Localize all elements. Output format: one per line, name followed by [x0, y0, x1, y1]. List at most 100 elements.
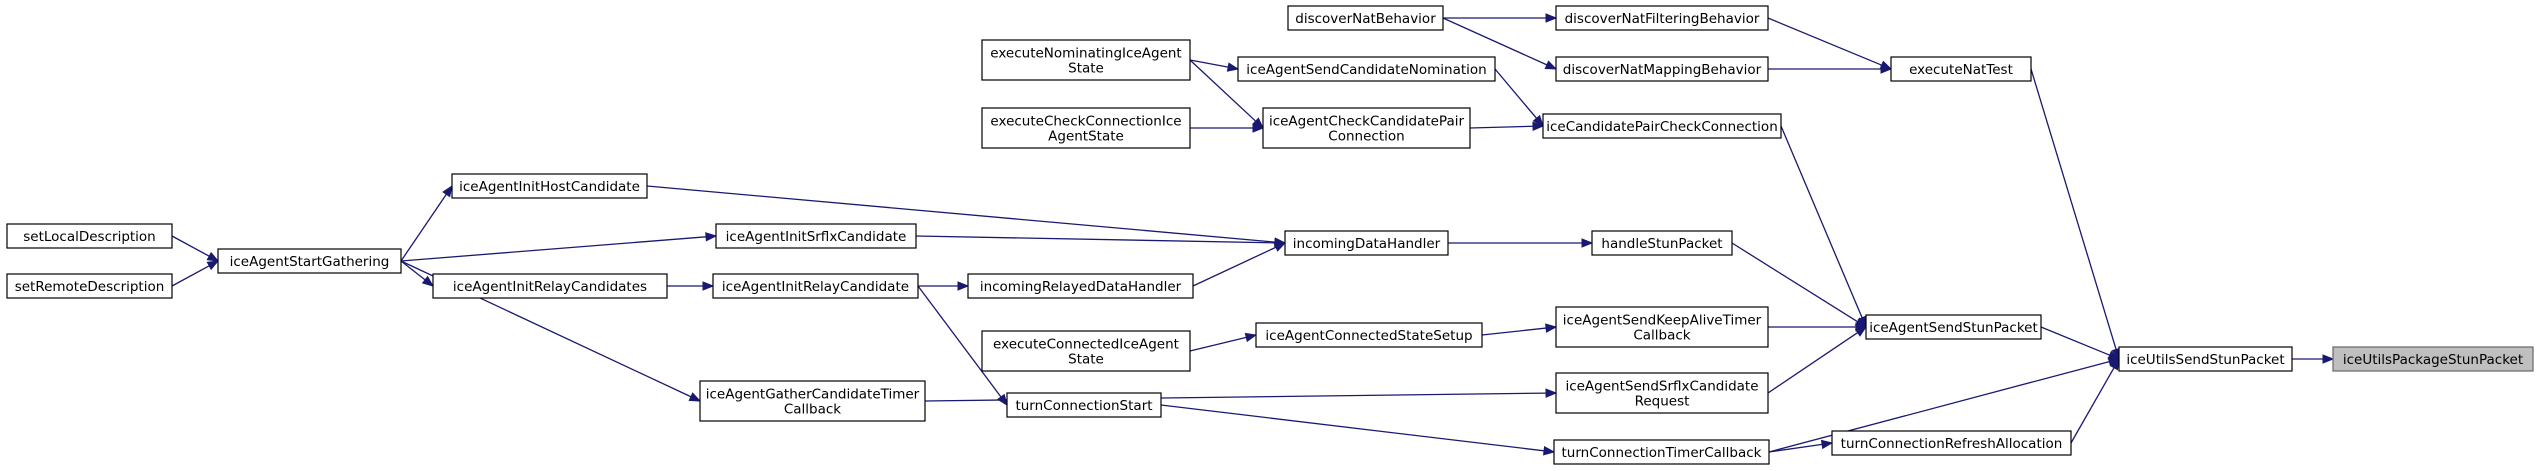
node-box	[981, 330, 1191, 372]
arrowhead-icon	[1252, 123, 1265, 133]
node-box	[715, 223, 917, 249]
node-incoming-relayed-data-handler[interactable]: incomingRelayedDataHandler	[967, 273, 1194, 299]
node-label: AgentState	[1048, 129, 1124, 145]
node-ice-agent-init-relay-candidates[interactable]: iceAgentInitRelayCandidates	[432, 273, 668, 299]
node-ice-agent-send-stun-packet[interactable]: iceAgentSendStunPacket	[1865, 314, 2042, 340]
node-turn-connection-timer-callback[interactable]: turnConnectionTimerCallback	[1553, 439, 1770, 465]
arrowhead-icon	[957, 281, 970, 291]
node-box	[6, 273, 173, 299]
node-ice-agent-init-host-candidate[interactable]: iceAgentInitHostCandidate	[451, 173, 648, 199]
node-label: setLocalDescription	[23, 229, 156, 245]
edge-turn-connection-refresh-allocation-to-ice-utils-send-stun-packet	[2070, 367, 2115, 444]
nodes-layer: iceUtilsPackageStunPacket iceUtilsSendStu…	[6, 5, 2534, 465]
node-box	[1553, 439, 1770, 465]
node-handle-stun-packet[interactable]: handleStunPacket	[1591, 230, 1733, 256]
arrowhead-icon	[1532, 114, 1544, 128]
node-ice-agent-start-gathering[interactable]: iceAgentStartGathering	[217, 248, 402, 274]
node-label: iceAgentInitRelayCandidate	[722, 279, 909, 295]
node-turn-connection-start[interactable]: turnConnectionStart	[1006, 392, 1162, 418]
node-box	[217, 248, 402, 274]
edge-discover-nat-filtering-behavior-to-execute-nat-test	[1767, 17, 1883, 66]
node-box	[1890, 56, 2032, 82]
node-label: turnConnectionTimerCallback	[1562, 445, 1762, 461]
arrowhead-icon	[1543, 446, 1556, 456]
edge-ice-agent-start-gathering-to-ice-agent-init-srflx-candidate	[400, 236, 707, 262]
node-box	[6, 223, 173, 249]
node-label: turnConnectionRefreshAllocation	[1841, 436, 2063, 452]
node-discover-nat-filtering-behavior[interactable]: discoverNatFilteringBehavior	[1555, 5, 1769, 31]
edge-ice-agent-check-candidate-pair-connection-to-ice-candidate-pair-check-connection	[1469, 125, 1534, 129]
node-ice-candidate-pair-check-connection[interactable]: iceCandidatePairCheckConnection	[1542, 113, 1782, 139]
node-label: iceAgentConnectedStateSetup	[1265, 328, 1472, 344]
node-box	[1006, 392, 1162, 418]
node-box	[1284, 230, 1449, 256]
arrowhead-icon	[1532, 121, 1545, 132]
node-ice-utils-send-stun-packet[interactable]: iceUtilsSendStunPacket	[2118, 346, 2293, 372]
node-ice-agent-send-candidate-nomination[interactable]: iceAgentSendCandidateNomination	[1237, 56, 1496, 82]
edge-turn-connection-timer-callback-to-ice-utils-send-stun-packet	[1768, 360, 2110, 453]
node-box	[1831, 430, 2072, 456]
node-ice-agent-init-relay-candidate[interactable]: iceAgentInitRelayCandidate	[712, 273, 919, 299]
node-box	[1287, 5, 1444, 31]
edge-ice-agent-start-gathering-to-ice-agent-init-relay-candidates	[400, 260, 426, 281]
node-turn-connection-refresh-allocation[interactable]: turnConnectionRefreshAllocation	[1831, 430, 2072, 456]
node-label: iceAgentGatherCandidateTimer	[706, 387, 920, 403]
node-label: iceAgentInitHostCandidate	[459, 179, 640, 195]
edge-ice-agent-send-srflx-candidate-request-to-ice-agent-send-stun-packet	[1767, 332, 1859, 394]
node-discover-nat-behavior[interactable]: discoverNatBehavior	[1287, 5, 1444, 31]
node-label: discoverNatMappingBehavior	[1563, 62, 1762, 78]
arrowhead-icon	[2107, 357, 2121, 367]
node-label: iceAgentStartGathering	[230, 254, 390, 270]
arrowhead-icon	[705, 232, 718, 242]
node-label: iceUtilsSendStunPacket	[2126, 352, 2284, 368]
arrowhead-icon	[1545, 13, 1558, 23]
node-ice-utils-package-stun-packet[interactable]: iceUtilsPackageStunPacket	[2332, 346, 2534, 372]
node-label: executeConnectedIceAgent	[993, 337, 1179, 353]
edge-set-remote-description-to-ice-agent-start-gathering	[171, 265, 210, 287]
node-box	[2118, 346, 2293, 372]
node-execute-nat-test[interactable]: executeNatTest	[1890, 56, 2032, 82]
edge-execute-nat-test-to-ice-utils-send-stun-packet	[2030, 68, 2117, 350]
arrowhead-icon	[1820, 439, 1834, 450]
node-label: State	[1068, 61, 1104, 77]
node-label: iceAgentCheckCandidatePair	[1269, 114, 1465, 130]
edge-ice-agent-send-stun-packet-to-ice-utils-send-stun-packet	[2040, 326, 2110, 356]
edge-discover-nat-behavior-to-discover-nat-mapping-behavior	[1442, 17, 1548, 66]
edges-layer	[171, 13, 2335, 456]
node-discover-nat-mapping-behavior[interactable]: discoverNatMappingBehavior	[1555, 56, 1769, 82]
node-box	[1865, 314, 2042, 340]
edge-execute-nominating-ice-agent-state-to-ice-agent-check-candidate-pair-connection	[1189, 59, 1257, 122]
edge-ice-agent-init-relay-candidate-to-turn-connection-start	[917, 285, 1002, 398]
node-label: iceAgentSendStunPacket	[1869, 320, 2038, 336]
node-incoming-data-handler[interactable]: incomingDataHandler	[1284, 230, 1449, 256]
node-set-remote-description[interactable]: setRemoteDescription	[6, 273, 173, 299]
node-label: turnConnectionStart	[1015, 398, 1152, 414]
edge-handle-stun-packet-to-ice-agent-send-stun-packet	[1731, 242, 1858, 323]
node-label: iceAgentSendKeepAliveTimer	[1563, 313, 1762, 329]
node-box	[712, 273, 919, 299]
node-label: iceAgentInitRelayCandidates	[453, 279, 647, 295]
edge-set-local-description-to-ice-agent-start-gathering	[171, 235, 210, 257]
node-label: handleStunPacket	[1601, 236, 1722, 252]
node-set-local-description[interactable]: setLocalDescription	[6, 223, 173, 249]
node-label: executeNominatingIceAgent	[990, 46, 1181, 62]
arrowhead-icon	[2322, 354, 2335, 364]
edge-ice-agent-init-srflx-candidate-to-incoming-data-handler	[915, 235, 1276, 244]
edge-incoming-relayed-data-handler-to-incoming-data-handler	[1192, 246, 1277, 287]
node-label: iceCandidatePairCheckConnection	[1546, 119, 1778, 135]
node-box	[432, 273, 668, 299]
node-box	[967, 273, 1194, 299]
node-label: Callback	[1633, 328, 1690, 344]
node-ice-agent-connected-state-setup[interactable]: iceAgentConnectedStateSetup	[1255, 322, 1483, 348]
node-ice-agent-init-srflx-candidate[interactable]: iceAgentInitSrflxCandidate	[715, 223, 917, 249]
arrowhead-icon	[206, 260, 220, 271]
arrowhead-icon	[421, 275, 435, 287]
